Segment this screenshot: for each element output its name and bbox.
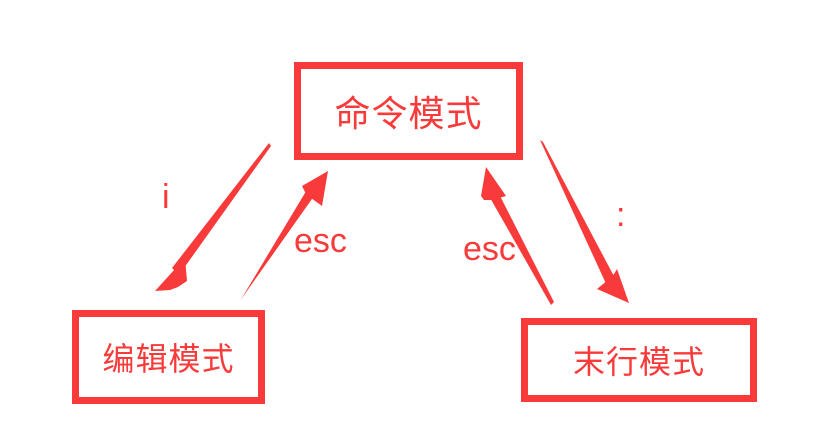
edge-command-to-edit-arrowhead xyxy=(155,258,187,291)
edge-command-to-lastline-arrowhead xyxy=(597,269,629,303)
edge-lastline-to-command-arrowhead xyxy=(481,167,506,200)
node-edit-mode[interactable]: 编辑模式 xyxy=(72,310,265,404)
edge-command-to-lastline-shaft xyxy=(540,140,617,288)
edge-label-esc-right: esc xyxy=(463,230,516,268)
node-lastline-mode[interactable]: 末行模式 xyxy=(521,318,757,402)
edge-command-to-edit-shaft xyxy=(172,143,271,275)
edge-label-colon: : xyxy=(616,196,626,234)
edge-edit-to-command-arrowhead xyxy=(302,171,328,206)
node-edit-mode-label: 编辑模式 xyxy=(102,340,235,378)
node-command-mode[interactable]: 命令模式 xyxy=(294,62,523,160)
edge-command-to-edit xyxy=(155,143,271,291)
node-command-mode-label: 命令模式 xyxy=(334,94,483,135)
edge-label-i: i xyxy=(162,178,170,216)
edge-label-esc-left: esc xyxy=(294,222,347,260)
node-lastline-mode-label: 末行模式 xyxy=(572,343,705,381)
